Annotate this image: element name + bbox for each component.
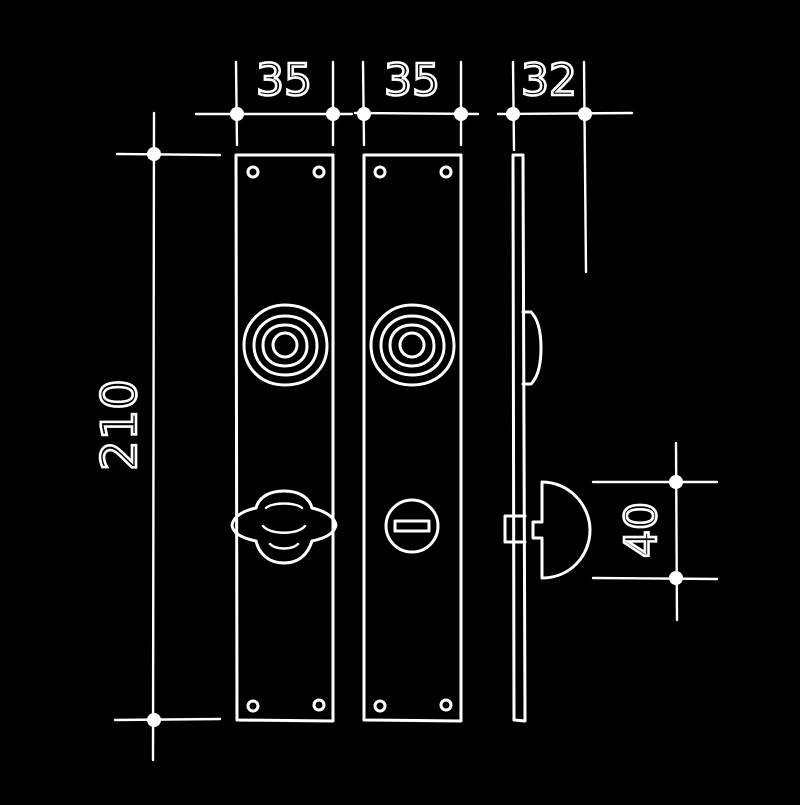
handle-rosette (369, 303, 456, 387)
height-ext-top (115, 152, 222, 157)
top-dimension-line (194, 111, 634, 116)
turn-knob (230, 489, 338, 565)
side-view (503, 153, 592, 723)
dim-dot (669, 571, 683, 585)
dim-dot (147, 713, 161, 727)
height-dimension-line (151, 111, 156, 762)
turn-knob-outline (230, 489, 338, 565)
emergency-release (384, 498, 440, 554)
dim-dot (454, 107, 468, 121)
ext-line-5 (511, 60, 516, 152)
ext-line-6 (582, 60, 588, 274)
dim-dot (357, 107, 371, 121)
dim-dot (147, 147, 161, 161)
screw-hole (246, 699, 260, 713)
dim-label-knob-height: 40 (616, 502, 667, 558)
dim-label-back-width: 35 (384, 55, 440, 106)
dim-dot (506, 107, 520, 121)
screw-hole (312, 698, 326, 712)
dim-label-front-width: 35 (256, 55, 312, 106)
knob-ext-bottom (591, 576, 719, 581)
dim-dot (669, 475, 683, 489)
back-plate (362, 153, 463, 723)
ext-line-1 (234, 60, 239, 147)
knob-dimension-line (674, 441, 679, 622)
back-plate-outline (362, 153, 463, 723)
height-ext-bottom (113, 717, 222, 722)
dim-dot (578, 107, 592, 121)
ext-line-3 (361, 60, 366, 147)
dim-label-height: 210 (92, 379, 148, 471)
side-knob-profile (503, 480, 592, 580)
screw-hole (312, 165, 326, 179)
side-rosette-profile (521, 310, 543, 386)
front-plate (230, 153, 338, 723)
side-plate-outline (511, 153, 527, 723)
front-plate-outline (234, 153, 335, 723)
screw-hole (439, 165, 453, 179)
handle-rosette (242, 303, 329, 387)
screw-hole (373, 699, 387, 713)
dimension-lines (113, 60, 719, 762)
dim-dot (230, 107, 244, 121)
screw-hole (439, 698, 453, 712)
dim-dot (326, 107, 340, 121)
dim-label-side-depth: 32 (521, 55, 577, 106)
screw-hole (246, 165, 260, 179)
screw-hole (373, 165, 387, 179)
